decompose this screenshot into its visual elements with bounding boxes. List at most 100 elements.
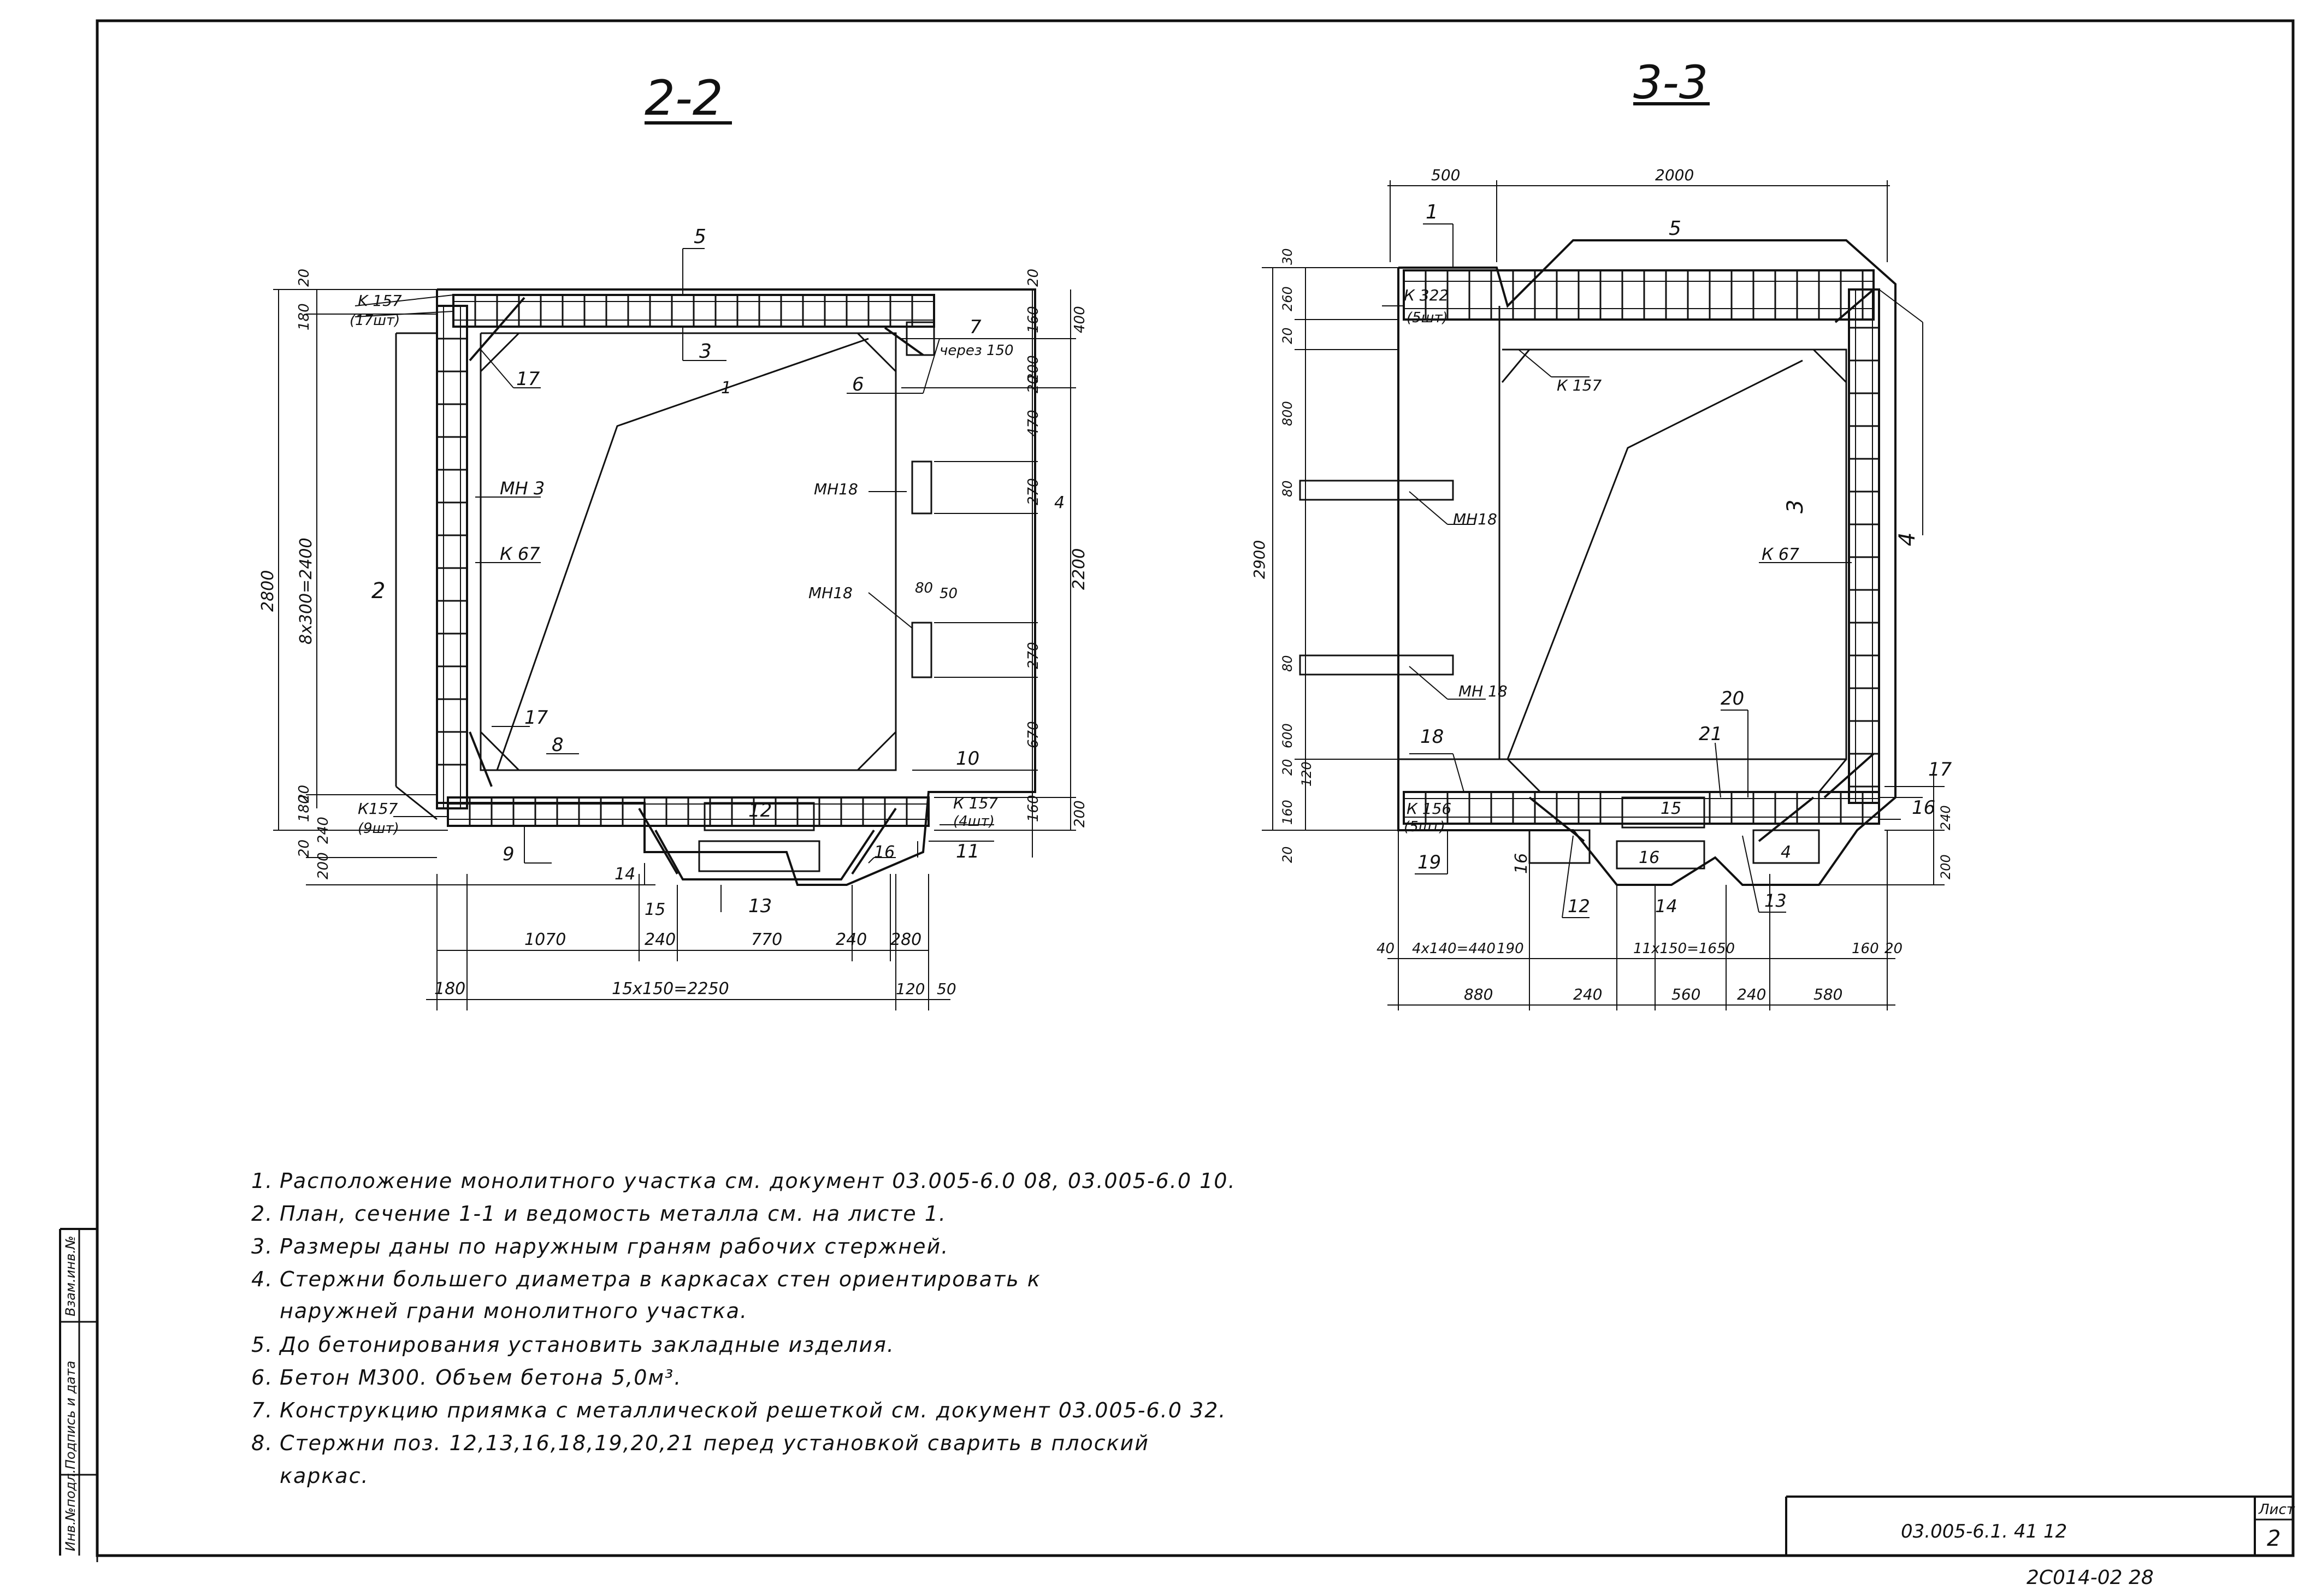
mark-k157-bl-qty: (9шт) <box>358 820 399 837</box>
note-text: План, сечение 1-1 и ведомость металла см… <box>280 1202 947 1226</box>
dim: 770 <box>751 930 782 949</box>
mark-mn3: МН 3 <box>500 478 545 499</box>
stamp-labels: Взам.инв.№ Подпись и дата Инв.№подл. <box>63 1236 78 1551</box>
pos-label: 7 <box>970 316 982 338</box>
pos-label: 2 <box>371 578 385 604</box>
mark-cherez: через 150 <box>940 342 1014 359</box>
note-text: Бетон М300. Объем бетона 5,0м³. <box>280 1366 682 1390</box>
dim: 80 <box>1280 655 1295 672</box>
dim: 240 <box>1938 805 1953 830</box>
dim: 180 <box>296 303 312 330</box>
dim: 200 <box>1025 355 1042 382</box>
mark-k156: К 156 <box>1407 800 1451 818</box>
note-line-8-cont: каркас. <box>251 1464 369 1488</box>
mark-k322-qty: (5шт) <box>1407 310 1448 326</box>
dim: 160 <box>1280 800 1295 825</box>
stamp-inv-no: Инв.№подл. <box>63 1469 78 1551</box>
dim: 40 <box>1376 941 1395 957</box>
dim: 240 <box>1573 985 1602 1003</box>
dim: 160 <box>1852 941 1879 957</box>
dim: 20 <box>296 785 312 803</box>
note-num: 2. <box>251 1202 274 1226</box>
dim: 15x150=2250 <box>612 979 729 998</box>
section-3-3-labels: 1 5 3 4 20 21 18 17 16 19 15 16 16 12 14… <box>1250 166 1953 1003</box>
dim: 670 <box>1025 721 1042 748</box>
dim: 880 <box>1464 985 1493 1003</box>
dim: 580 <box>1813 985 1842 1003</box>
pos-label: 17 <box>524 707 548 729</box>
pos-label: 4 <box>1895 533 1920 546</box>
dim: 190 <box>1497 941 1524 957</box>
pos-label: 15 <box>645 900 665 919</box>
sheet-frame <box>96 19 2295 1557</box>
stamp-vzam: Взам.инв.№ <box>63 1236 78 1316</box>
pos-label: 4 <box>1781 843 1791 862</box>
dim: 80 <box>1280 480 1295 497</box>
pos-label: 3 <box>699 340 712 363</box>
note-text: Конструкцию приямка с металлической реше… <box>280 1398 1227 1422</box>
sheet-label: Лист <box>2258 1502 2295 1518</box>
mark-k157-top-qty: (17шт) <box>350 312 400 329</box>
dim: 280 <box>890 930 921 949</box>
mark-mn18-a: МН18 <box>814 480 858 498</box>
note-num: 1. <box>251 1169 274 1193</box>
pos-label: 16 <box>1639 848 1659 867</box>
note-line-4-cont: наружней грани монолитного участка. <box>251 1299 748 1323</box>
dim: 50 <box>940 586 958 602</box>
note-line-1: 1.Расположение монолитного участка см. д… <box>251 1169 1236 1193</box>
pos-label: 18 <box>1420 726 1444 748</box>
doc-code: 03.005-6.1. 41 12 <box>1901 1521 2067 1542</box>
pos-label: 12 <box>1568 896 1590 917</box>
note-num: 4. <box>251 1267 274 1291</box>
mark-k157-br-qty: (4шт) <box>953 813 995 830</box>
dim: 200 <box>1072 800 1088 827</box>
dim: 180 <box>434 979 465 998</box>
dim: 20 <box>1025 269 1042 287</box>
pos-label: 1 <box>1426 201 1438 223</box>
dim: 1070 <box>524 930 566 949</box>
section-2-2-labels: 5 3 7 6 17 2 17 8 10 11 12 13 15 14 16 9… <box>258 226 1089 998</box>
pos-label: 16 <box>1912 797 1935 819</box>
mark-k157-br: К 157 <box>953 794 998 812</box>
dim: 400 <box>1072 306 1088 333</box>
dim: 120 <box>1299 761 1314 787</box>
dim: 200 <box>315 852 332 879</box>
note-text: Стержни поз. 12,13,16,18,19,20,21 перед … <box>280 1431 1149 1455</box>
sheet-number: 2 <box>2267 1526 2281 1551</box>
note-line-7: 7.Конструкцию приямка с металлической ре… <box>251 1398 1226 1422</box>
note-text: Стержни большего диаметра в каркасах сте… <box>280 1267 1041 1291</box>
dim: 200 <box>1938 854 1953 879</box>
dim: 2200 <box>1070 548 1089 590</box>
dim: 800 <box>1280 401 1295 426</box>
note-line-3: 3.Размеры даны по наружным граням рабочи… <box>251 1234 949 1258</box>
dim: 470 <box>1025 410 1042 437</box>
dim: 240 <box>645 930 676 949</box>
mark-k67: К 67 <box>500 543 540 564</box>
mark-k322: К 322 <box>1404 286 1449 304</box>
dim: 20 <box>1884 941 1903 957</box>
pos-label: 4 <box>1054 493 1065 512</box>
dim: 50 <box>937 980 956 998</box>
pos-label: 11 <box>956 841 979 862</box>
title-block-text: 03.005-6.1. 41 12 Лист 2 2С014-02 28 <box>1901 1502 2295 1589</box>
section-2-2: 2-2 <box>273 70 1076 1010</box>
note-text: наружней грани монолитного участка. <box>280 1299 748 1323</box>
pos-label: 10 <box>956 748 979 770</box>
note-line-4: 4.Стержни большего диаметра в каркасах с… <box>251 1267 1041 1291</box>
pos-label: 1 <box>721 379 731 398</box>
dim: 160 <box>1025 306 1042 333</box>
note-num: 7. <box>251 1398 274 1422</box>
pos-label: 17 <box>516 368 540 390</box>
mark-k156-qty: (5шт) <box>1404 819 1445 835</box>
note-num: 8. <box>251 1431 274 1455</box>
pos-label: 16 <box>1512 853 1531 874</box>
dim: 560 <box>1671 985 1700 1003</box>
pos-label: 13 <box>748 895 772 917</box>
mark-k157: К 157 <box>1557 376 1602 394</box>
mark-k157-bl: К157 <box>358 800 398 818</box>
dim: 160 <box>1025 795 1042 822</box>
dim: 4x140=440 <box>1412 941 1496 957</box>
dim: 80 <box>915 580 933 596</box>
dim: 20 <box>1025 375 1042 393</box>
